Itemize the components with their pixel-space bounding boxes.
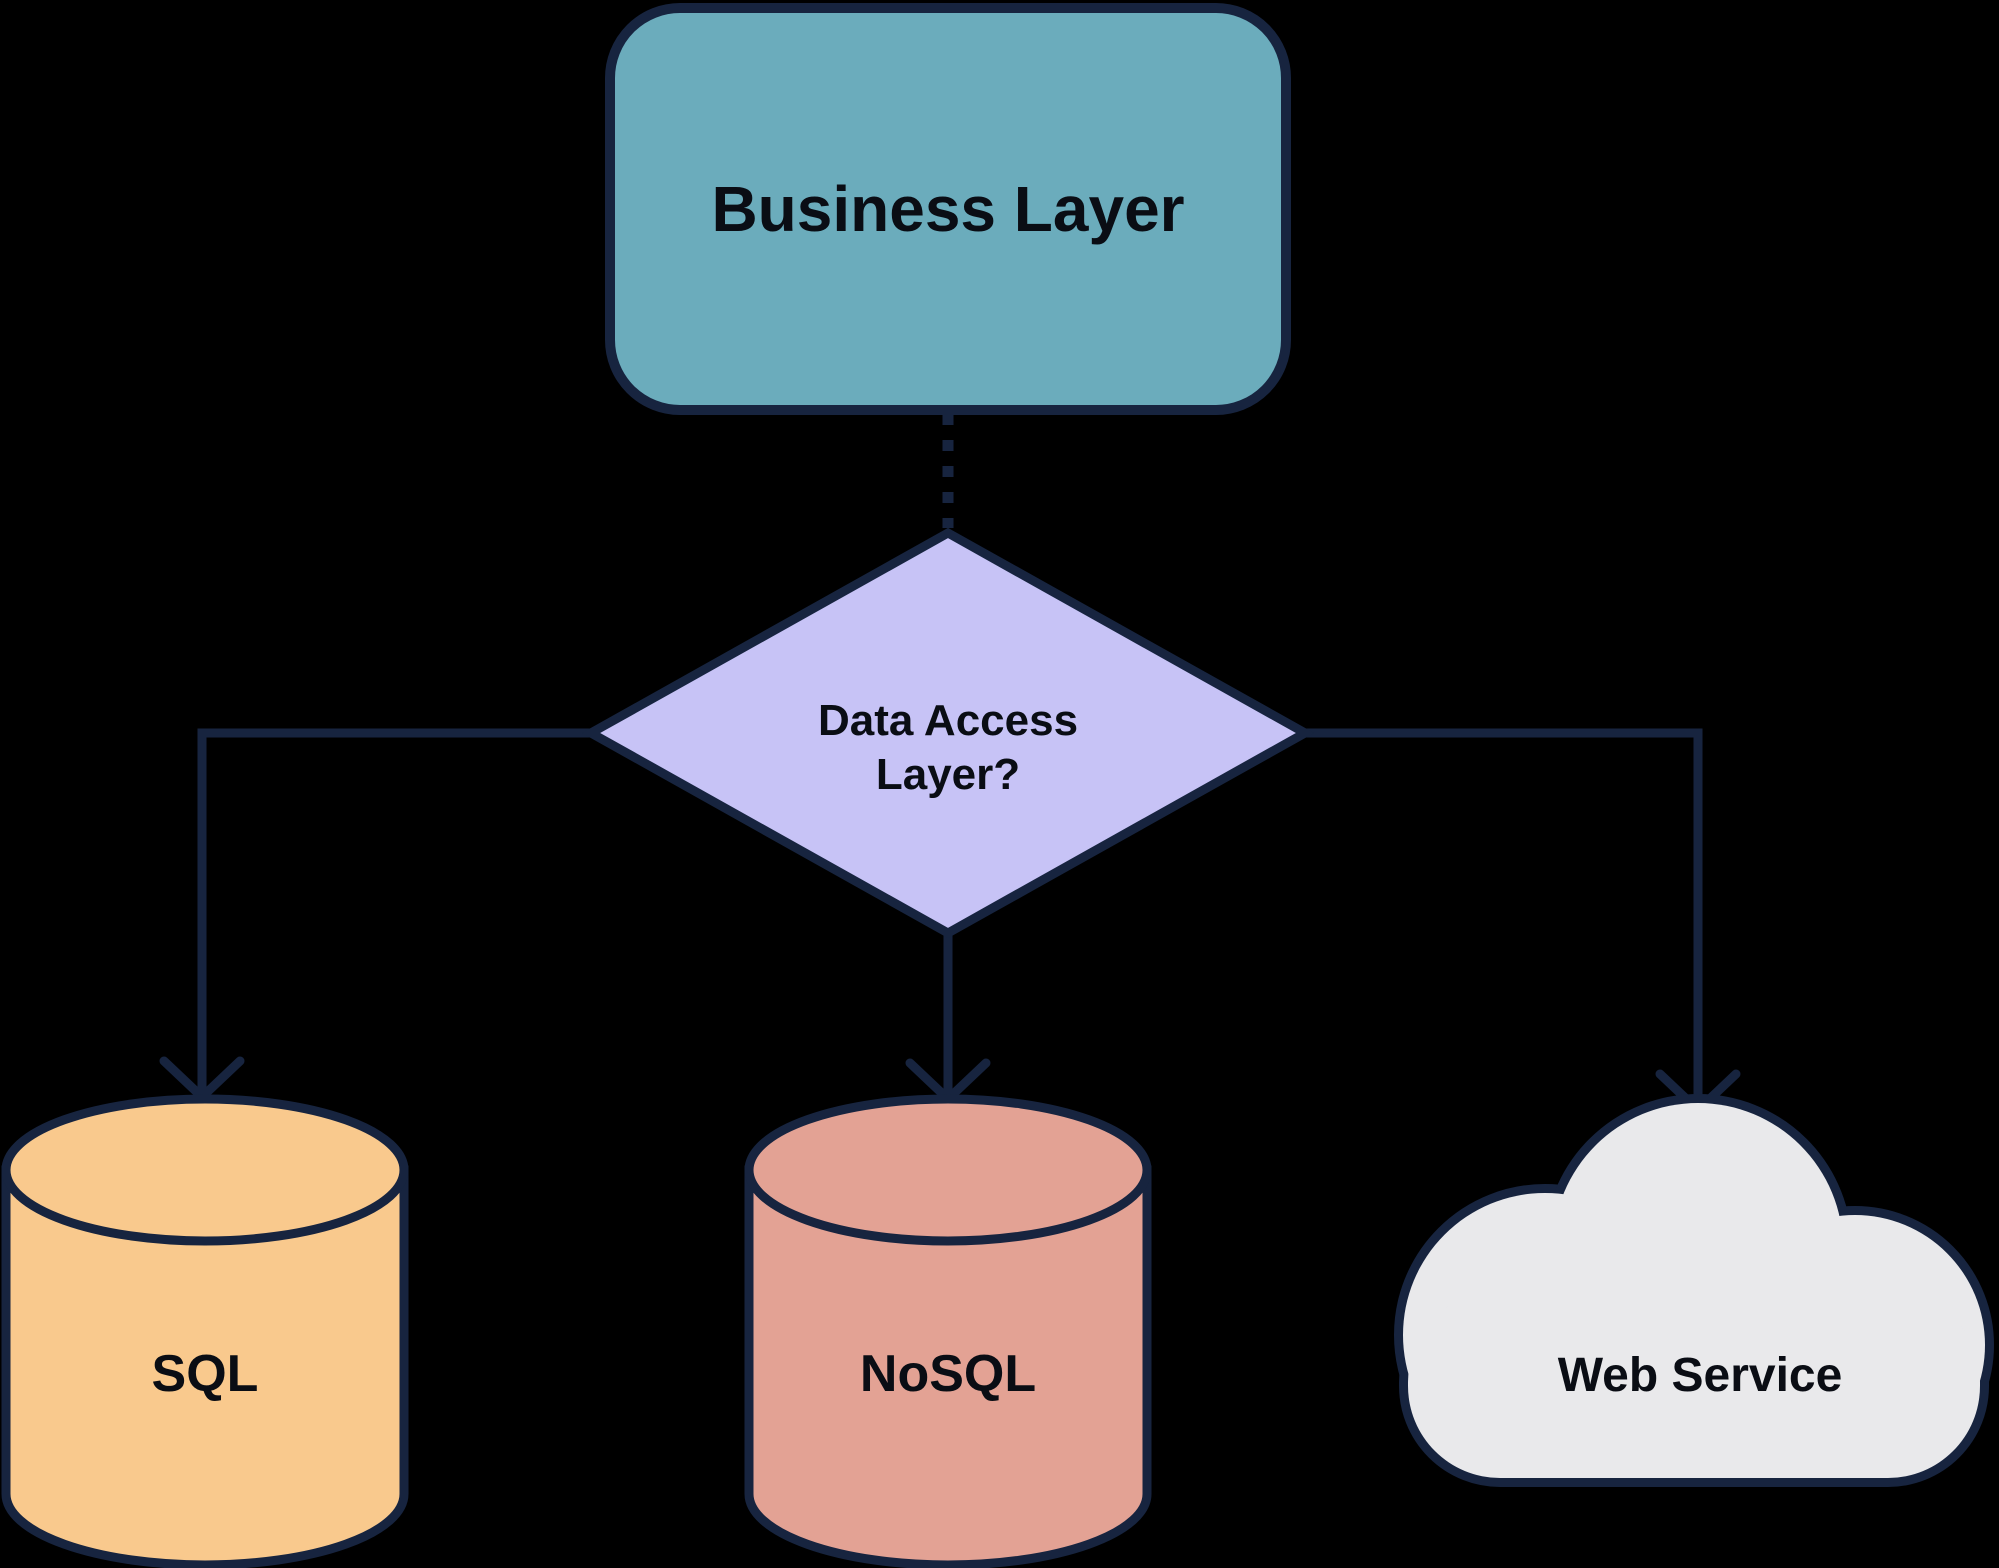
edge-decision-to-webservice[interactable] bbox=[1305, 728, 1703, 1106]
nosql-cylinder-node[interactable]: NoSQL bbox=[744, 1094, 1152, 1568]
web-service-cloud-shape[interactable] bbox=[1403, 1103, 1985, 1478]
web-service-label: Web Service bbox=[1558, 1349, 1843, 1402]
sql-cylinder-node[interactable]: SQL bbox=[1, 1094, 409, 1568]
edge-decision-to-sql[interactable] bbox=[197, 728, 597, 1093]
nosql-label: NoSQL bbox=[860, 1345, 1036, 1403]
sql-cylinder-body[interactable] bbox=[1, 1165, 409, 1568]
web-service-cloud-node[interactable]: Web Service bbox=[1394, 1094, 1994, 1487]
business-layer-shape[interactable] bbox=[605, 3, 1291, 415]
edges-group bbox=[159, 414, 1741, 1115]
business-layer-node[interactable]: Business Layer bbox=[605, 3, 1291, 415]
sql-cylinder-top[interactable] bbox=[1, 1094, 409, 1246]
decision-label-line-1: Data Access bbox=[818, 696, 1078, 745]
sql-label: SQL bbox=[152, 1345, 259, 1403]
nosql-cylinder-top[interactable] bbox=[744, 1094, 1152, 1246]
nodes-group: Business Layer Data Access Layer? SQL No… bbox=[1, 3, 1994, 1568]
decision-diamond-node[interactable]: Data Access Layer? bbox=[581, 527, 1315, 939]
decision-diamond-shape[interactable] bbox=[581, 527, 1315, 939]
nosql-cylinder-body[interactable] bbox=[744, 1165, 1152, 1568]
business-layer-label: Business Layer bbox=[711, 173, 1184, 245]
decision-label-line-2: Layer? bbox=[876, 750, 1020, 799]
